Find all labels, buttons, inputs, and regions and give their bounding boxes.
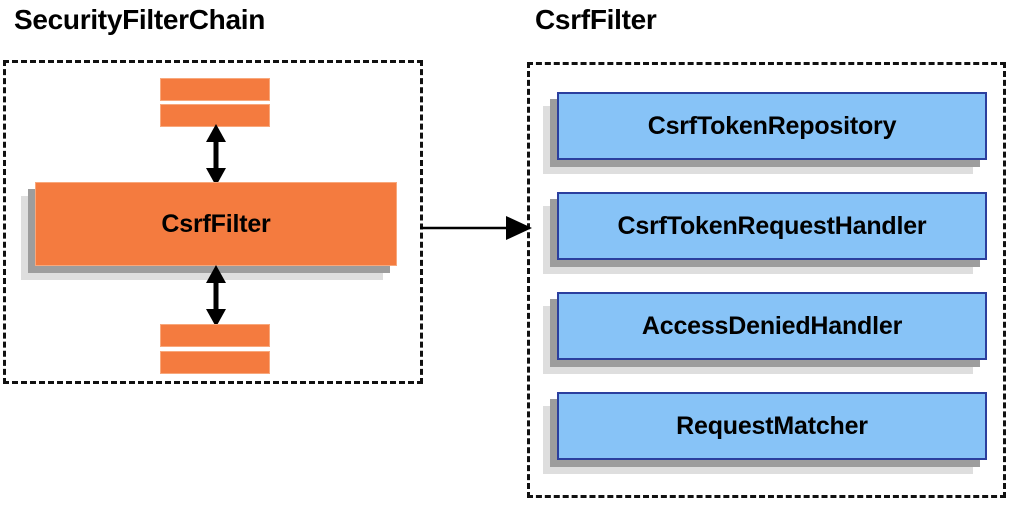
component-box-accessdeniedhandler[interactable]: AccessDeniedHandler	[557, 292, 987, 360]
component-box-2-label: CsrfTokenRequestHandler	[617, 211, 927, 240]
bidirectional-arrow-up-icon	[206, 124, 226, 186]
component-box-3-label: AccessDeniedHandler	[641, 311, 903, 340]
component-box-csrftokenrepository[interactable]: CsrfTokenRepository	[557, 92, 987, 160]
bidirectional-arrow-down-icon	[206, 265, 226, 327]
component-box-requestmatcher[interactable]: RequestMatcher	[557, 392, 987, 460]
connector-arrow-right-icon	[420, 216, 532, 240]
filter-stub-top-1[interactable]	[160, 78, 270, 101]
filter-stub-bottom-1[interactable]	[160, 324, 270, 347]
component-box-csrftokenrequesthandler[interactable]: CsrfTokenRequestHandler	[557, 192, 987, 260]
page-title-csrffilter: CsrfFilter	[535, 4, 657, 35]
component-box-1-label: CsrfTokenRepository	[647, 111, 897, 140]
csrffilter-box-label: CsrfFilter	[161, 209, 271, 238]
filter-stub-bottom-2[interactable]	[160, 351, 270, 374]
component-box-4-label: RequestMatcher	[676, 411, 868, 440]
panel-securityfilterchain	[3, 60, 423, 384]
csrffilter-box[interactable]: CsrfFilter	[35, 182, 397, 266]
page-title-securityfilterchain: SecurityFilterChain	[14, 4, 266, 35]
panel-csrffilter	[527, 62, 1006, 498]
